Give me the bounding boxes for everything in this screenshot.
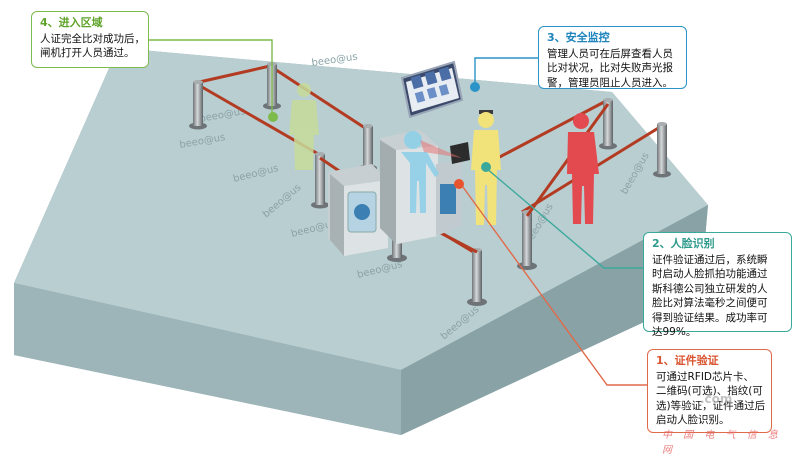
callout-line: 斯科德公司独立研发的人	[652, 282, 768, 295]
callout-line: 警，管理员阻止人员进入。	[547, 76, 673, 89]
person-guard	[471, 110, 501, 225]
turnstile-gate-left	[328, 164, 388, 256]
stanchion-post	[599, 98, 617, 150]
callout-line: 启动人脸识别。	[656, 414, 730, 426]
callout-line: 管理人员可在后屏查看人员	[547, 47, 673, 60]
callout-entry-area: 4、进入区域 人证完全比对成功后， 闸机打开人员通过。	[31, 11, 149, 68]
floor-brand-text: beeo@us	[311, 52, 358, 69]
callout-title: 3、安全监控	[547, 31, 610, 44]
callout-line: 选)等验证，证件通过后	[656, 399, 766, 412]
callout-line: 比对状况，比对失败声光报	[547, 62, 673, 74]
leader-lines	[149, 39, 647, 386]
callout-title: 4、进入区域	[40, 16, 103, 29]
person-rejected	[567, 113, 599, 224]
callout-title: 2、人脸识别	[652, 237, 715, 250]
marker-dot-monitor	[470, 82, 480, 92]
callout-line: 达99%。	[652, 326, 697, 338]
camera-beam	[420, 140, 462, 158]
watermark-domain: .com	[700, 392, 733, 406]
watermark-text: 中 国 电 气 信 息 网	[662, 430, 782, 456]
callout-face-recognition: 2、人脸识别 证件验证通过后，系统瞬 时启动人脸抓拍功能通过 斯科德公司独立研发…	[643, 232, 792, 338]
stanchion-post	[189, 80, 207, 130]
callout-id-verification: 1、证件验证 可通过RFID芯片卡、 二维码(可选)、指纹(可 选)等验证，证件…	[647, 349, 772, 433]
callout-line: 得到验证结果。成功率可	[652, 311, 768, 324]
marker-dots	[268, 82, 491, 189]
person-verifying	[401, 131, 439, 213]
monitor-screen	[400, 60, 464, 119]
callout-line: 可通过RFID芯片卡、	[656, 370, 755, 383]
callout-title: 1、证件验证	[656, 354, 719, 367]
callout-line: 脸比对算法毫秒之间便可	[652, 297, 768, 309]
callout-line: 时启动人脸抓拍功能通过	[652, 268, 768, 280]
callout-security-monitor: 3、安全监控 管理人员可在后屏查看人员 比对状况，比对失败声光报 警，管理员阻止…	[538, 26, 687, 89]
stanchion-post	[653, 122, 671, 178]
callout-line: 证件验证通过后，系统瞬	[652, 253, 768, 266]
stanchion-post	[311, 152, 329, 209]
person-entered	[289, 83, 319, 170]
marker-dot-id	[454, 179, 464, 189]
marker-dot-entry	[268, 112, 278, 122]
marker-dot-face	[481, 162, 491, 172]
callout-line: 闸机打开人员通过。	[40, 47, 135, 59]
callout-line: 人证完全比对成功后，	[40, 32, 145, 45]
callout-line: 二维码(可选)、指纹(可	[656, 385, 763, 397]
